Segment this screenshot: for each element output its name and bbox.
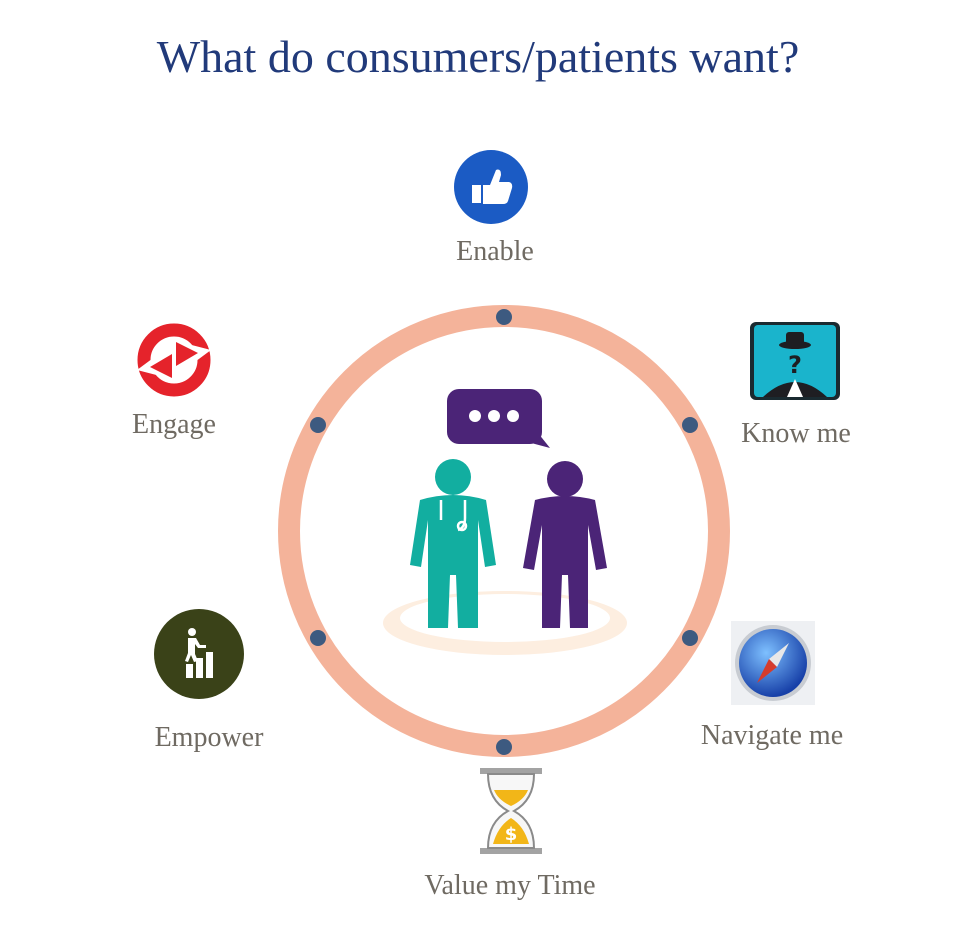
refresh-arrows-icon bbox=[137, 323, 211, 397]
svg-text:$: $ bbox=[505, 824, 518, 845]
ring-dot-know-me bbox=[682, 417, 698, 433]
ring-dot-empower bbox=[310, 630, 326, 646]
mystery-person-icon: ? bbox=[750, 322, 840, 400]
label-value-my-time: Value my Time bbox=[424, 870, 596, 901]
label-engage: Engage bbox=[132, 409, 216, 440]
label-navigate-me: Navigate me bbox=[700, 720, 844, 751]
svg-text:?: ? bbox=[788, 351, 802, 379]
label-know-me: Know me bbox=[741, 418, 851, 449]
patient-icon bbox=[523, 461, 607, 628]
ring-dot-engage bbox=[310, 417, 326, 433]
compass-icon bbox=[731, 621, 815, 705]
page-title: What do consumers/patients want? bbox=[156, 31, 800, 82]
label-empower: Empower bbox=[154, 722, 264, 753]
thumbs-up-icon bbox=[454, 150, 528, 224]
label-enable: Enable bbox=[456, 236, 534, 267]
hourglass-dollar-icon: $ bbox=[480, 768, 542, 854]
ring-dot-value-my-time bbox=[496, 739, 512, 755]
doctor-icon bbox=[410, 459, 496, 628]
stethoscope-icon bbox=[439, 500, 468, 532]
speech-bubble-icon bbox=[447, 389, 550, 448]
center-ring bbox=[278, 305, 730, 757]
ring-dot-enable bbox=[496, 309, 512, 325]
climbing-steps-icon bbox=[154, 609, 244, 699]
ring-dot-navigate-me bbox=[682, 630, 698, 646]
